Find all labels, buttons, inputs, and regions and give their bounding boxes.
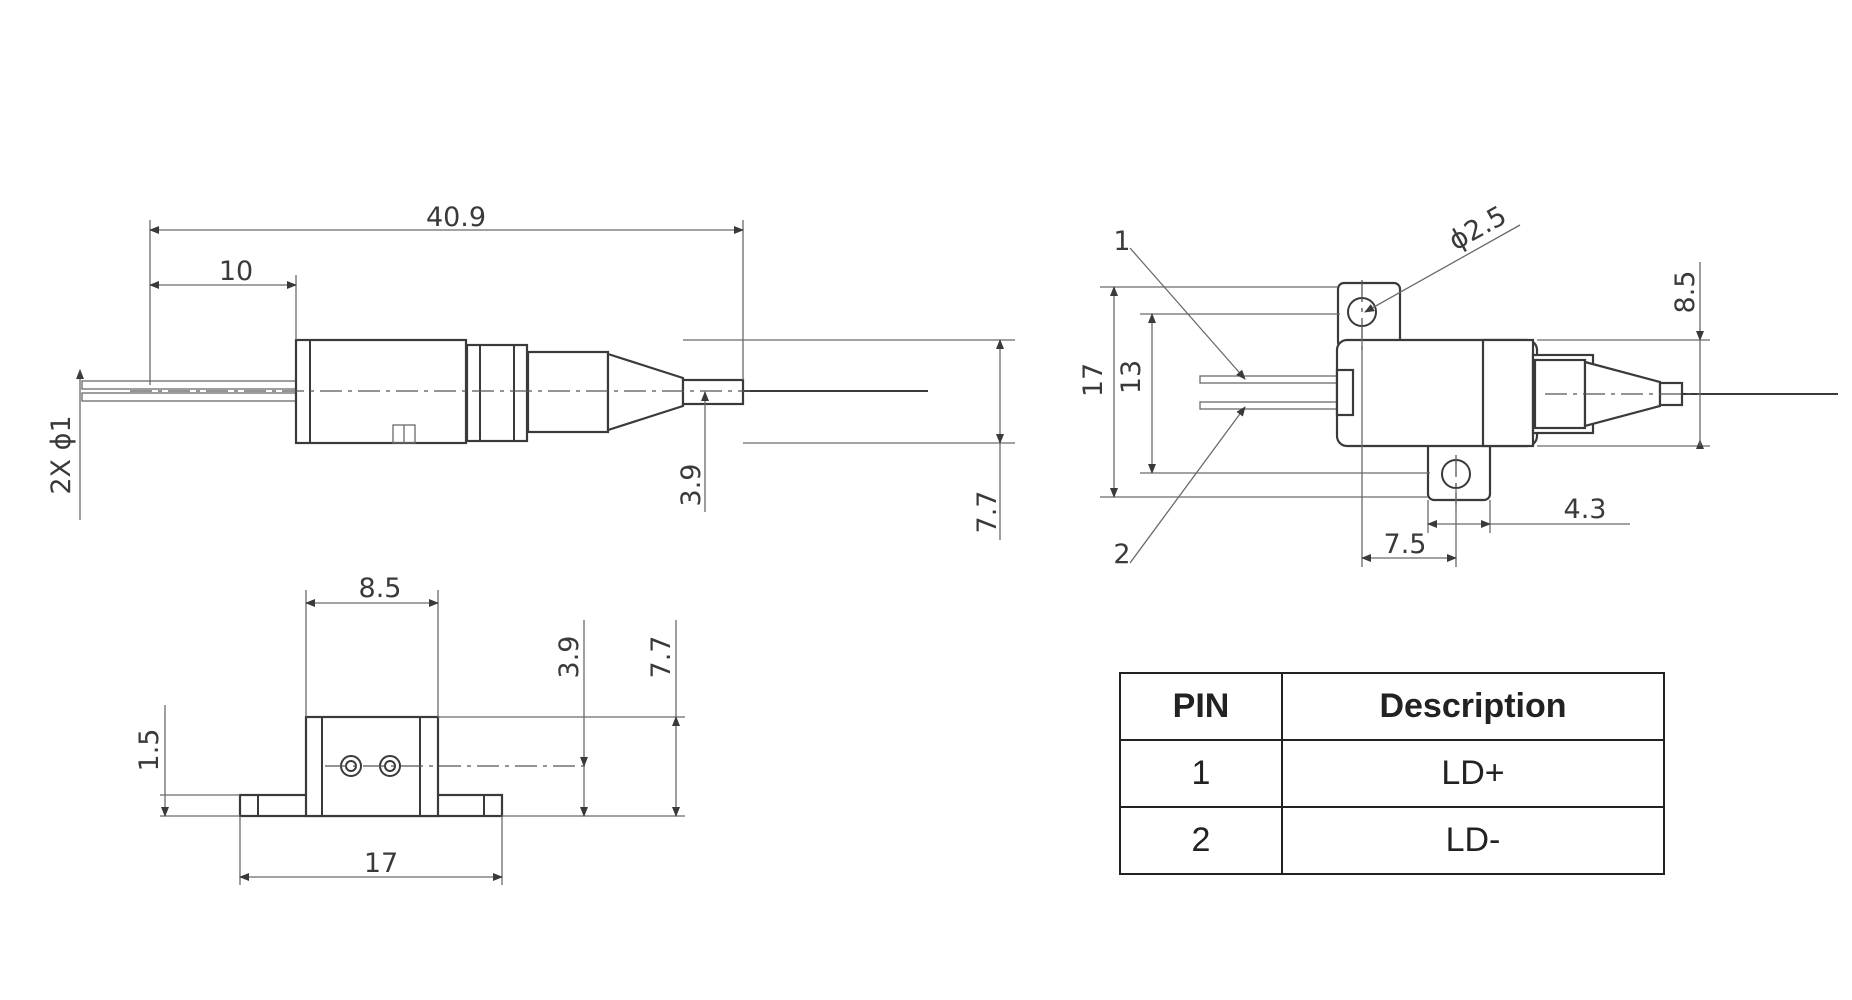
side-view-pin [81,392,298,402]
side-view-collar [465,343,529,443]
dim-body-height: 7.7 [972,491,1003,534]
dim-top-hole-x: 7.5 [1384,529,1427,560]
dim-top-pin-span: 13 [1116,360,1147,394]
top-view-ear-top [1336,281,1402,350]
dim-front-width: 8.5 [359,573,402,604]
table-row: 1 LD+ [1119,739,1665,808]
pin-description: LD- [1281,806,1665,875]
pin-number: 2 [1119,806,1283,875]
front-view: 8.5 17 1.5 3.9 7.7 [134,573,685,885]
pin-label-1: 1 [1113,226,1130,257]
top-view-pin-1 [1199,375,1338,384]
side-view-boot [526,350,610,434]
dim-pin-length: 10 [219,256,253,287]
dim-top-hole-w: 4.3 [1564,494,1607,525]
pin-number: 1 [1119,739,1283,808]
side-view: 40.9 10 2X ϕ1 3.9 7.7 [46,202,1015,540]
dim-front-base: 1.5 [134,729,165,772]
dim-front-flange: 17 [364,848,398,879]
dim-top-flange: 17 [1078,363,1109,397]
top-view-ear-bottom [1426,438,1492,502]
dim-overall-length: 40.9 [426,202,486,233]
pin-label-2: 2 [1113,539,1130,570]
description-header: Description [1281,672,1665,741]
pin-description: LD+ [1281,739,1665,808]
dim-front-height: 7.7 [646,636,677,679]
dim-fiber-offset: 3.9 [676,464,707,507]
dim-front-offset: 3.9 [554,636,585,679]
top-view-pin-2 [1199,401,1338,410]
dim-top-body: 8.5 [1670,271,1701,314]
side-view-pin [81,380,298,390]
top-view: 17 13 8.5 7.5 4.3 ϕ2.5 1 2 [1078,200,1838,570]
pin-table: PIN Description 1 LD+ 2 LD- [1119,672,1665,875]
dim-pin-diameter: 2X ϕ1 [46,415,77,494]
pin-table-header: PIN Description [1119,672,1665,741]
pin-header: PIN [1119,672,1283,741]
table-row: 2 LD- [1119,806,1665,875]
